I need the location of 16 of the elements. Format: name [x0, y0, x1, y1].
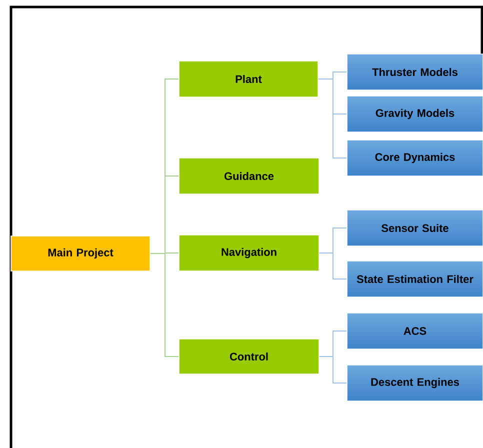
connector	[318, 356, 348, 384]
component-box: Descent Engines	[346, 364, 483, 402]
root-box: Main Project	[10, 236, 150, 272]
component-box: State Estimation Filter	[346, 260, 483, 298]
connector	[318, 78, 348, 158]
category-box: Navigation	[178, 234, 320, 272]
component-box: Core Dynamics	[346, 140, 483, 176]
category-box: Plant	[178, 60, 318, 98]
category-box: Guidance	[178, 158, 320, 194]
category-box: Control	[178, 338, 320, 374]
component-box: Gravity Models	[346, 96, 483, 132]
component-box: Sensor Suite	[346, 210, 483, 246]
connector	[150, 253, 180, 357]
component-box: Thruster Models	[346, 54, 483, 90]
component-box: ACS	[346, 312, 483, 350]
connector	[318, 252, 348, 280]
